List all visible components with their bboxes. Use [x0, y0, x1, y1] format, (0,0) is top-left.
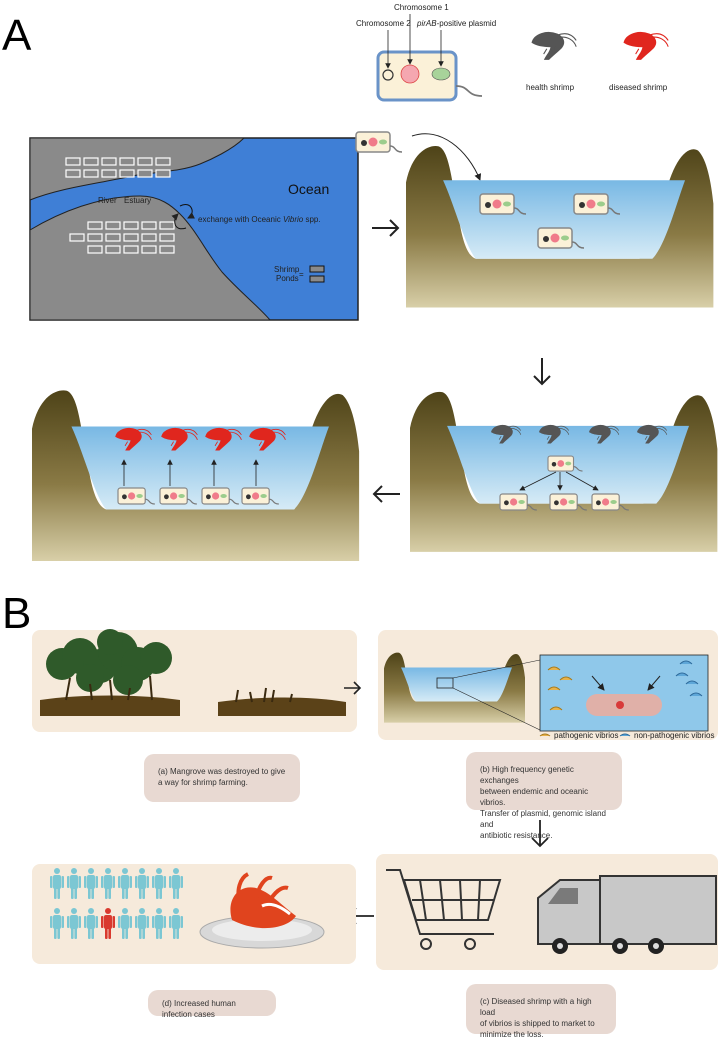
chromosome1-glyph: [400, 64, 420, 84]
panel-a-letter: A: [2, 11, 32, 60]
pond-3: [32, 390, 360, 561]
mangrove-trees: [40, 629, 180, 716]
arrow-right-b1-icon: [344, 681, 362, 695]
ponds-equals: =: [299, 270, 304, 279]
arrow-left-icon: [372, 485, 400, 503]
estuary-map: [29, 137, 359, 321]
river-label: River: [98, 196, 117, 205]
shrimp-plate: [199, 872, 325, 949]
diseased-shrimp-label: diseased shrimp: [609, 83, 668, 92]
plasmid-glyph: [431, 67, 451, 81]
lower-ponds: [69, 221, 175, 254]
exchange-label: exchange with Oceanic Vibrio spp.: [198, 215, 321, 224]
healthy-shrimp-label: health shrimp: [526, 83, 575, 92]
truck-icon: [537, 875, 717, 954]
arrow-down-b-icon: [531, 820, 549, 848]
curved-arrow-icon: [411, 133, 482, 181]
plasmid-label: pirAB-positive plasmid: [416, 19, 496, 28]
shrimp-ponds-label-1: Shrimp: [274, 265, 300, 274]
pond-2: [410, 391, 718, 552]
chromosome2-glyph: [382, 69, 394, 81]
caption-d: (d) Increased human infection cases: [148, 990, 276, 1019]
estuary-label: Estuary: [124, 196, 151, 205]
arrow-down-icon: [533, 358, 551, 386]
destroyed-mangrove: [218, 687, 346, 716]
caption-c: (c) Diseased shrimp with a high load of …: [466, 984, 616, 1039]
arrow-right-icon: [372, 219, 400, 237]
pathogenic-legend: pathogenic vibrios: [554, 731, 618, 740]
chromosome2-label: Chromosome 2: [356, 19, 411, 28]
shrimp-ponds-label-2: Ponds: [276, 274, 299, 283]
chromosome1-label: Chromosome 1: [394, 3, 449, 12]
nonpathogenic-legend: non-pathogenic vibrios: [634, 731, 715, 740]
pond-1: [406, 145, 714, 308]
legend-bacterium: [376, 14, 483, 102]
incoming-bacterium: [355, 131, 403, 153]
caption-a: (a) Mangrove was destroyed to give a way…: [144, 754, 300, 802]
healthy-shrimp-icon: [531, 31, 577, 60]
ocean-label: Ocean: [288, 181, 329, 197]
zoom-inset: [539, 654, 709, 732]
shopping-cart-icon: [386, 869, 502, 950]
upper-ponds: [65, 157, 171, 178]
exchange-arrow-icon: [179, 204, 195, 219]
ponds-key-icon: [309, 265, 325, 283]
panel-b-letter: B: [2, 589, 31, 638]
caption-b: (b) High frequency genetic exchanges bet…: [466, 752, 622, 840]
diseased-shrimp-icon: [623, 31, 669, 60]
